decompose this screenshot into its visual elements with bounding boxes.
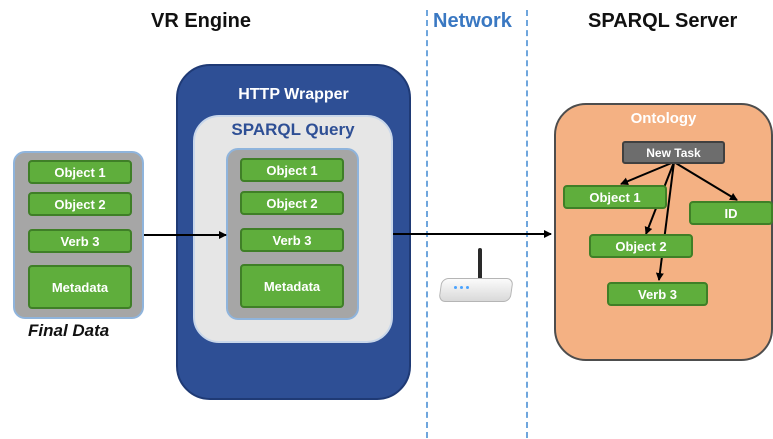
ontology-verb-3: Verb 3 — [607, 282, 708, 306]
query-object-2: Object 2 — [240, 191, 344, 215]
ontology-object-2: Object 2 — [589, 234, 693, 258]
vr-engine-heading: VR Engine — [151, 10, 252, 32]
http-wrapper-title: HTTP Wrapper — [238, 86, 349, 103]
final-data-label: Final Data — [28, 321, 110, 340]
newtask-to-verb3-arrow — [655, 161, 675, 281]
network-right-boundary — [526, 10, 528, 438]
ontology-id: ID — [689, 201, 773, 225]
ontology-new-task: New Task — [622, 141, 725, 164]
query-object-1: Object 1 — [240, 158, 344, 182]
query-verb-3: Verb 3 — [240, 228, 344, 252]
sparql-server-heading: SPARQL Server — [588, 10, 738, 32]
sparql-query-title: SPARQL Query — [231, 120, 355, 139]
final-metadata: Metadata — [28, 265, 132, 309]
router-antenna — [478, 248, 482, 282]
router-led — [454, 286, 457, 289]
wifi-router-icon — [436, 248, 516, 318]
final-object-2: Object 2 — [28, 192, 132, 216]
newtask-to-id-arrow — [673, 161, 738, 201]
final-verb-3: Verb 3 — [28, 229, 132, 253]
ontology-title: Ontology — [630, 110, 697, 127]
ontology-object-1: Object 1 — [563, 185, 667, 209]
router-led — [466, 286, 469, 289]
final-object-1: Object 1 — [28, 160, 132, 184]
router-led — [460, 286, 463, 289]
query-metadata: Metadata — [240, 264, 344, 308]
network-heading: Network — [433, 10, 512, 32]
network-left-boundary — [426, 10, 428, 438]
newtask-to-object1-arrow — [620, 161, 675, 186]
